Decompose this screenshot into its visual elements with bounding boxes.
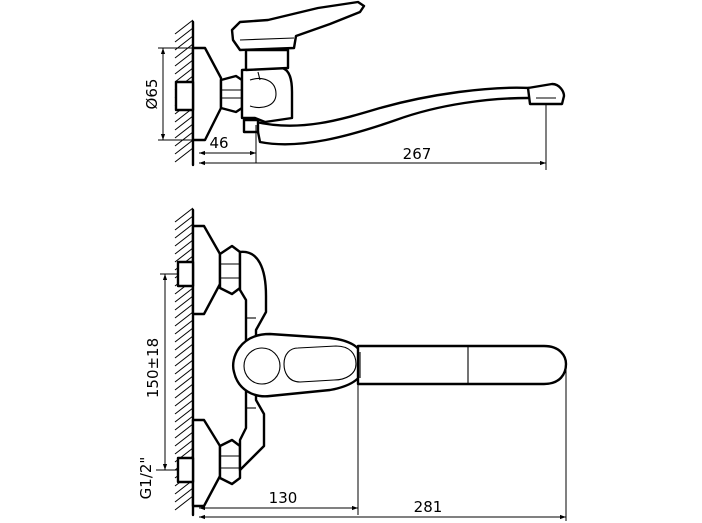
dim-body-offset: 130 — [269, 489, 298, 507]
wall-flange-upper — [191, 224, 222, 316]
lever-handle-plan — [231, 332, 366, 398]
wall-hatch-line — [174, 391, 194, 407]
wall-hatch-line — [174, 351, 194, 367]
wall-hatch-line — [174, 19, 194, 35]
wall-hatch-line — [174, 139, 194, 155]
wall-hatch-line — [174, 223, 194, 239]
dim-inlet-spacing: 150±18 — [144, 338, 162, 398]
wall-hatch-line — [174, 375, 194, 391]
wall-hatch-line — [174, 495, 194, 511]
plan-view: 150±18 G1/2" 130 281 — [137, 207, 568, 521]
wall-flange-lower — [191, 418, 222, 508]
dim-wall-offset: 46 — [209, 134, 228, 152]
inlet-stub-lower — [176, 456, 195, 484]
wall-hatch-line — [174, 43, 194, 59]
dim-spout-reach: 267 — [403, 145, 432, 163]
wall-hatch-line — [174, 407, 194, 423]
wall-hatch-line — [174, 115, 194, 131]
valve-body-top — [240, 66, 294, 124]
wall-hatch-line — [174, 431, 194, 447]
inlet-stub-upper — [176, 260, 195, 288]
wall-hatch-line — [174, 59, 194, 75]
wall-hatch-line — [174, 367, 194, 383]
wall-hatch-line — [174, 239, 194, 255]
wall-hatch-line — [174, 319, 194, 335]
side-view: Ø65 46 267 — [143, 0, 566, 170]
hex-nut-top — [219, 74, 244, 114]
inlet-stub-top — [174, 80, 195, 112]
wall-hatch-line — [174, 247, 194, 263]
wall-hatch-line — [174, 359, 194, 375]
wall-hatch-line — [174, 131, 194, 147]
hex-nut-lower — [218, 438, 242, 486]
wall-hatch-line — [174, 207, 194, 223]
wall-hatch-line — [174, 415, 194, 431]
spout-top — [254, 86, 542, 146]
lever-handle-top — [230, 0, 366, 52]
wall-hatch-line — [174, 343, 194, 359]
wall-hatch-line — [174, 51, 194, 67]
spout-plan — [356, 344, 568, 386]
dim-inlet-thread: G1/2" — [137, 457, 155, 500]
aerator-top — [526, 82, 566, 106]
wall-hatch-line — [174, 67, 194, 83]
wall-hatch-line — [174, 123, 194, 139]
wall-hatch-line — [174, 295, 194, 311]
wall-hatch-line — [174, 383, 194, 399]
wall-hatch-line — [174, 399, 194, 415]
wall-hatch-line — [174, 327, 194, 343]
wall-flange-top — [191, 46, 223, 142]
wall-hatch-line — [174, 215, 194, 231]
wall-hatch-line — [174, 487, 194, 503]
wall-hatch-line — [174, 439, 194, 455]
wall-hatch-line — [174, 311, 194, 327]
wall-hatch-line — [174, 147, 194, 163]
wall-hatch-line — [174, 287, 194, 303]
wall-hatch-line — [174, 27, 194, 43]
wall-hatch-line — [174, 303, 194, 319]
hex-nut-upper — [218, 244, 242, 296]
wall-hatch-line — [174, 231, 194, 247]
wall-hatch-line — [174, 423, 194, 439]
wall-hatch-line — [174, 335, 194, 351]
dim-overall-reach: 281 — [414, 498, 443, 516]
dim-flange-diameter: Ø65 — [143, 79, 161, 110]
